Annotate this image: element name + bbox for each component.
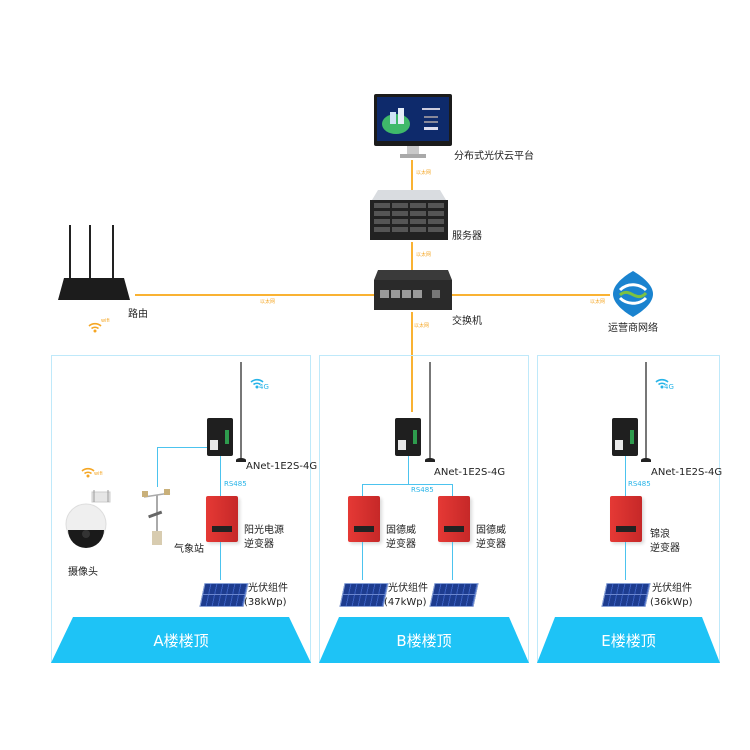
4g-label: 4G [664, 383, 674, 391]
gateway-label: ANet-1E2S-4G [651, 467, 723, 478]
rs485-label: RS485 [224, 480, 247, 488]
camera-icon [65, 490, 111, 548]
inverter [348, 496, 380, 542]
antenna-base [425, 458, 435, 462]
inverter-label-line1: 锦浪 [650, 529, 670, 540]
rs485-bus [362, 484, 452, 485]
weather-station-icon [142, 489, 171, 545]
link-inverter-pv [625, 542, 626, 580]
rs485-line [625, 456, 626, 496]
pv-module [429, 583, 479, 607]
server [370, 190, 448, 242]
4g-signal-icon [655, 374, 669, 393]
inverter-label-line1: 固德威 [386, 525, 416, 536]
inverter-label-line2: 逆变器 [476, 539, 506, 550]
carrier-network-logo [612, 270, 654, 318]
inverter [206, 496, 238, 542]
building-e-roof-label: E楼楼顶 [601, 632, 656, 650]
ethernet-label: 以太网 [416, 170, 432, 176]
camera-wifi-label: wifi [94, 471, 103, 477]
4g-signal-icon [250, 374, 264, 393]
weather-station [140, 487, 174, 557]
pv-module [339, 583, 389, 607]
ethernet-line-switch-buildingB [411, 312, 413, 412]
carrier-network-label: 运营商网络 [608, 323, 658, 334]
rs485-line [362, 484, 363, 496]
inverter-label-line2: 逆变器 [650, 543, 680, 554]
link-inverter-pv [220, 542, 221, 580]
camera-label: 摄像头 [68, 567, 98, 578]
rs485-line [452, 484, 453, 496]
antenna-base [641, 458, 651, 462]
inverter-label-line2: 逆变器 [386, 539, 416, 550]
rs485-label: RS485 [628, 480, 651, 488]
wifi-icon [88, 318, 102, 337]
building-b-roof-label: B楼楼顶 [396, 632, 452, 650]
pv-label-line2: (47kWp) [384, 597, 427, 608]
inverter [438, 496, 470, 542]
antenna-base [236, 458, 246, 462]
link-gateway-weather [157, 447, 207, 448]
network-switch [374, 270, 452, 312]
ethernet-label: 以太网 [416, 252, 432, 258]
gateway-device [395, 418, 421, 456]
weather-station-label: 气象站 [174, 544, 204, 555]
gateway-device [207, 418, 233, 456]
inverter-label-line1: 固德威 [476, 525, 506, 536]
4g-label: 4G [259, 383, 269, 391]
monitor-icon [374, 94, 452, 158]
server-label: 服务器 [452, 231, 482, 242]
rs485-label: RS485 [411, 486, 434, 494]
pv-label-line1: 光伏组件 [248, 583, 288, 594]
ethernet-line-router-switch [135, 294, 375, 296]
router-icon [58, 225, 130, 300]
ethernet-label: 以太网 [590, 299, 606, 305]
ethernet-line-switch-carrier [450, 294, 610, 296]
pv-module [601, 583, 651, 607]
building-b-roof-banner: B楼楼顶 [319, 617, 529, 663]
ethernet-line-server-switch [411, 242, 413, 272]
inverter-label-line2: 逆变器 [244, 539, 274, 550]
link-inverter-pv [452, 542, 453, 580]
gateway-label: ANet-1E2S-4G [434, 467, 506, 478]
link-gateway-weather [157, 447, 158, 487]
building-a-roof-label: A楼楼顶 [153, 632, 209, 650]
router-label: 路由 [128, 309, 148, 320]
switch-label: 交换机 [452, 316, 482, 327]
router [58, 220, 130, 302]
switch-icon [374, 270, 452, 310]
camera [64, 490, 114, 550]
wifi-icon [81, 463, 95, 482]
antenna [429, 362, 431, 460]
server-icon [370, 190, 448, 240]
building-e-roof-banner: E楼楼顶 [537, 617, 720, 663]
antenna [645, 362, 647, 460]
pv-label-line1: 光伏组件 [388, 583, 428, 594]
gateway-device [612, 418, 638, 456]
pv-label-line1: 光伏组件 [652, 583, 692, 594]
pv-module [199, 583, 249, 607]
inverter [610, 496, 642, 542]
building-a-roof-banner: A楼楼顶 [51, 617, 311, 663]
router-wifi-label: wifi [101, 318, 110, 324]
ethernet-label: 以太网 [260, 299, 276, 305]
cloud-platform-monitor [374, 94, 452, 160]
ethernet-label: 以太网 [414, 323, 430, 329]
link-inverter-pv [362, 542, 363, 580]
antenna [240, 362, 242, 460]
pv-label-line2: (38kWp) [244, 597, 287, 608]
carrier-logo-icon [613, 271, 653, 317]
rs485-line [220, 456, 221, 496]
inverter-label-line1: 阳光电源 [244, 525, 284, 536]
ethernet-line-platform-server [411, 160, 413, 190]
gateway-label: ANet-1E2S-4G [246, 461, 318, 472]
rs485-line [408, 456, 409, 484]
cloud-platform-label: 分布式光伏云平台 [454, 151, 534, 162]
pv-label-line2: (36kWp) [650, 597, 693, 608]
